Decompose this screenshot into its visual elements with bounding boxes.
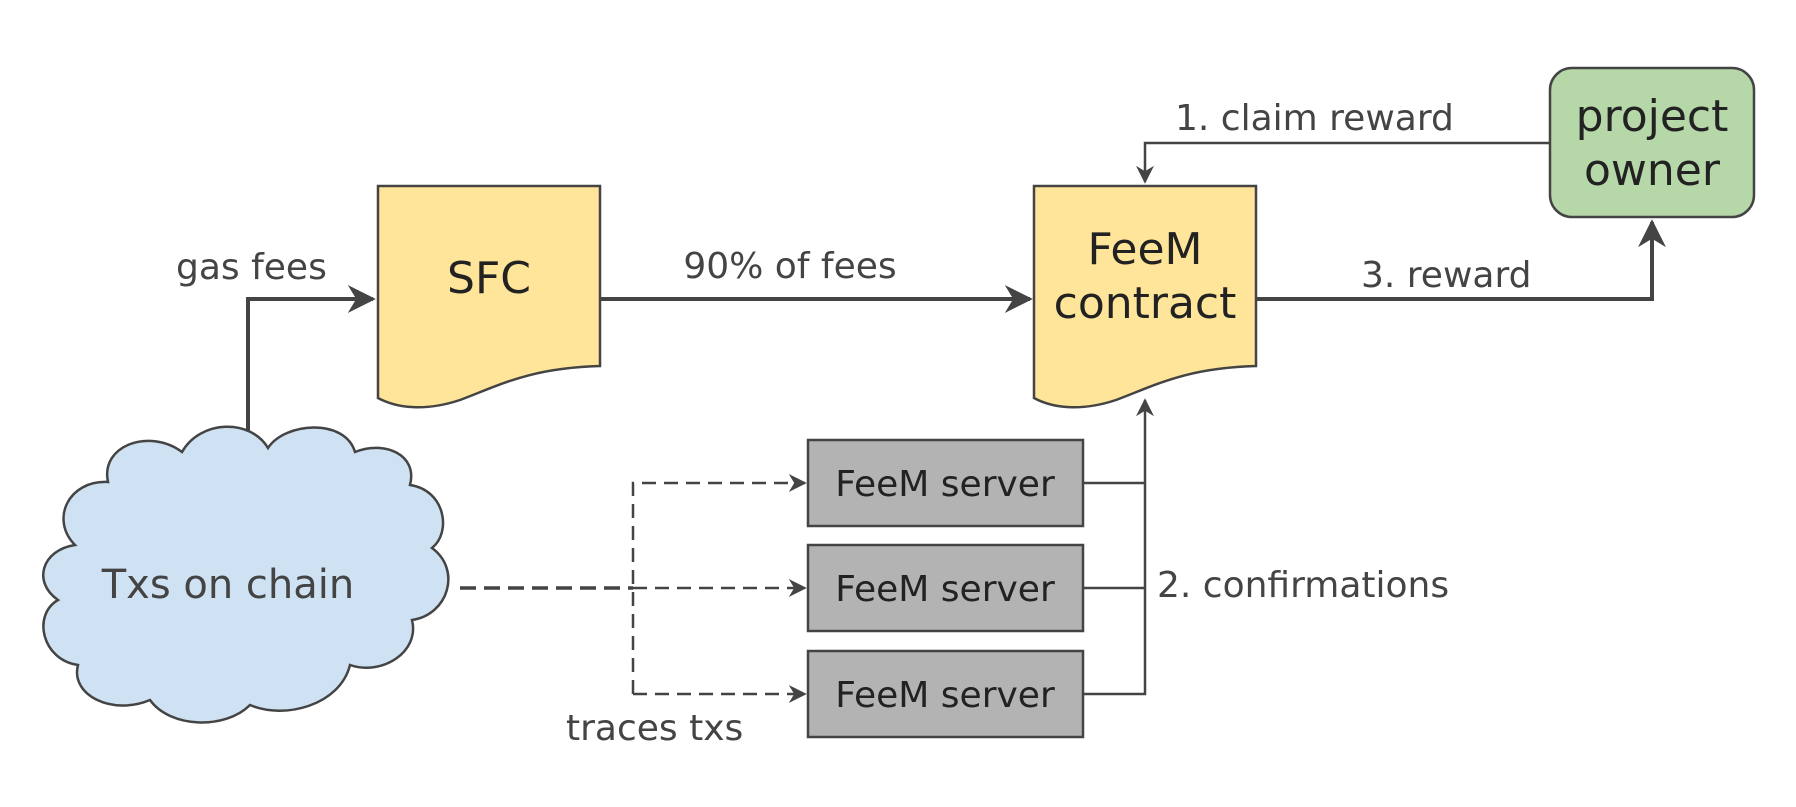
claim-reward-arrow [1136,141,1550,184]
txs-on-chain-node: Txs on chain [42,425,450,724]
feem-server-box-1 [806,438,1085,528]
feem-server-label-2: FeeM server [835,569,1055,610]
reward-arrow [1256,219,1666,301]
feem-server-label-3: FeeM server [835,675,1055,716]
ninety-percent-label: 90% of fees [683,246,896,287]
sfc-label: SFC [447,253,531,304]
txs-on-chain-label: Txs on chain [101,562,355,608]
feem-server-node-3: FeeM server [806,649,1085,739]
feem-contract-label-line1: FeeM [1087,224,1202,275]
project-owner-node: project owner [1548,66,1756,219]
feem-server-node-2: FeeM server [806,543,1085,633]
feem-server-node-1: FeeM server [806,438,1085,528]
traces-txs-label: traces txs [566,708,743,749]
project-owner-label-line2: owner [1584,145,1721,196]
gas-fees-arrow [246,285,376,470]
confirmations-connector [1083,400,1145,696]
sfc-document-shape [376,184,602,409]
feem-server-box-2 [806,543,1085,633]
sfc-node: SFC [376,184,602,409]
feem-server-label-1: FeeM server [835,464,1055,505]
cloud-shape [42,425,450,724]
feem-contract-node: FeeM contract [1032,184,1258,409]
feem-contract-label-line2: contract [1054,278,1237,329]
reward-label: 3. reward [1361,255,1531,296]
traces-branch-top [631,474,807,694]
gas-fees-label: gas fees [176,247,327,288]
feem-contract-document-shape [1032,184,1258,409]
project-owner-box [1548,66,1756,219]
confirmations-label: 2. confirmations [1157,565,1449,606]
project-owner-label-line1: project [1576,91,1729,142]
claim-reward-label: 1. claim reward [1175,98,1454,139]
feem-server-box-3 [806,649,1085,739]
